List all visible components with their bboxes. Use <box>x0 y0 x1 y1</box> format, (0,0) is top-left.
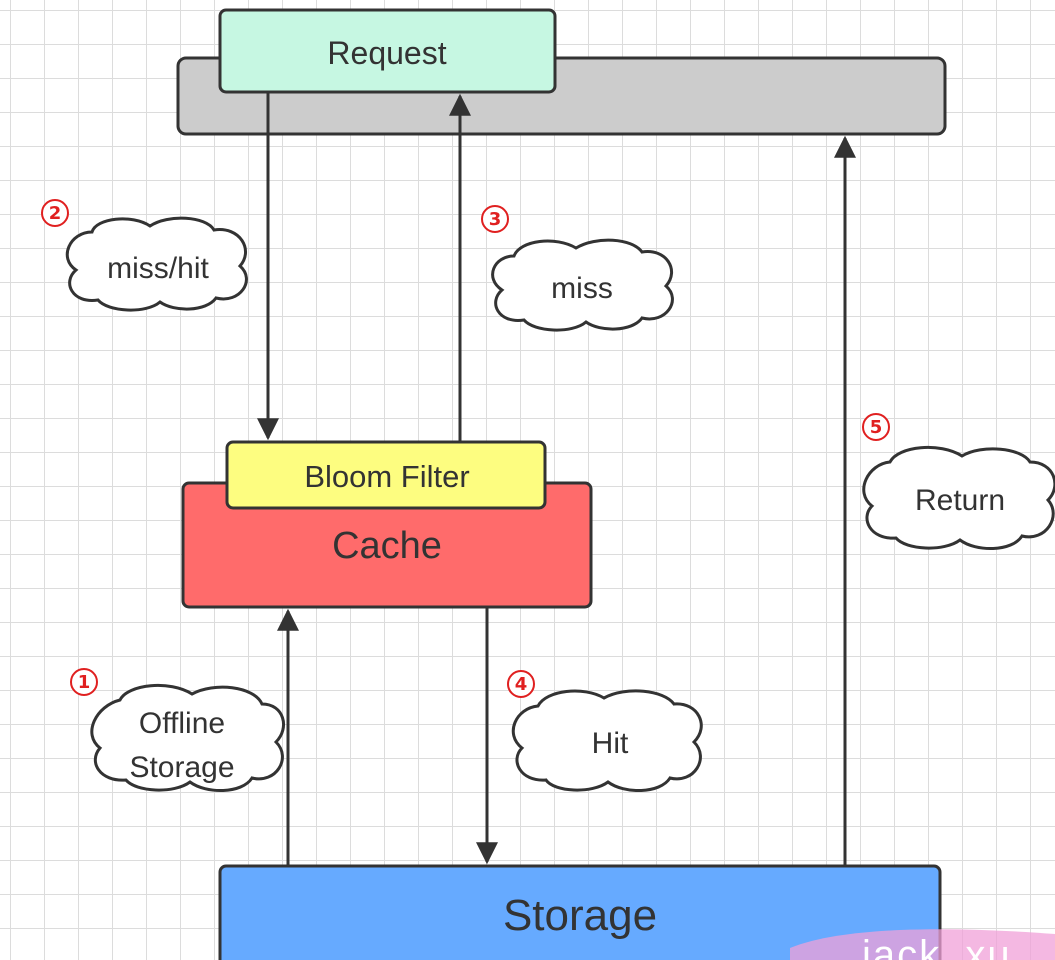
step-number: 2 <box>49 203 62 224</box>
cloud-label: Hit <box>592 727 629 760</box>
step-marker <box>41 199 69 227</box>
watermark-band <box>790 929 1055 960</box>
watermark-text: jack_xu <box>861 933 1012 960</box>
step-number: 1 <box>78 672 91 693</box>
step-1-annotation: 1 Offline Storage <box>70 668 285 793</box>
step-marker <box>481 205 509 233</box>
step-marker <box>862 413 890 441</box>
cloud-label: miss/hit <box>107 252 209 285</box>
step-5-annotation: 5 Return <box>862 413 1055 551</box>
request-box <box>218 8 557 94</box>
step-number: 3 <box>489 209 502 230</box>
cloud-shape <box>65 216 248 312</box>
bloom-filter-node: Bloom Filter <box>225 440 547 510</box>
cloud-label-line-2: Storage <box>129 751 234 784</box>
step-number: 5 <box>870 417 883 438</box>
cloud-label: miss <box>551 272 613 305</box>
cloud-label: Return <box>915 484 1005 517</box>
step-2-annotation: 2 miss/hit <box>41 199 248 312</box>
request-label: Request <box>327 35 446 71</box>
cloud-shape <box>511 689 703 793</box>
cloud-shape <box>491 238 674 332</box>
storage-label: Storage <box>503 891 657 940</box>
step-marker <box>507 670 535 698</box>
cloud-shape <box>862 445 1055 551</box>
step-3-annotation: 3 miss <box>481 205 674 332</box>
storage-box <box>218 864 942 960</box>
cloud-label-line-1: Offline <box>139 707 225 740</box>
bloom-filter-label: Bloom Filter <box>304 459 469 494</box>
watermark: jack_xu <box>790 929 1055 960</box>
cache-label: Cache <box>332 525 442 567</box>
step-number: 4 <box>515 674 528 695</box>
cloud-shape <box>90 683 285 793</box>
step-4-annotation: 4 Hit <box>507 670 703 793</box>
step-marker <box>70 668 98 696</box>
bloom-filter-box <box>225 440 547 510</box>
storage-node: Storage <box>218 864 942 960</box>
request-node: Request <box>218 8 557 94</box>
